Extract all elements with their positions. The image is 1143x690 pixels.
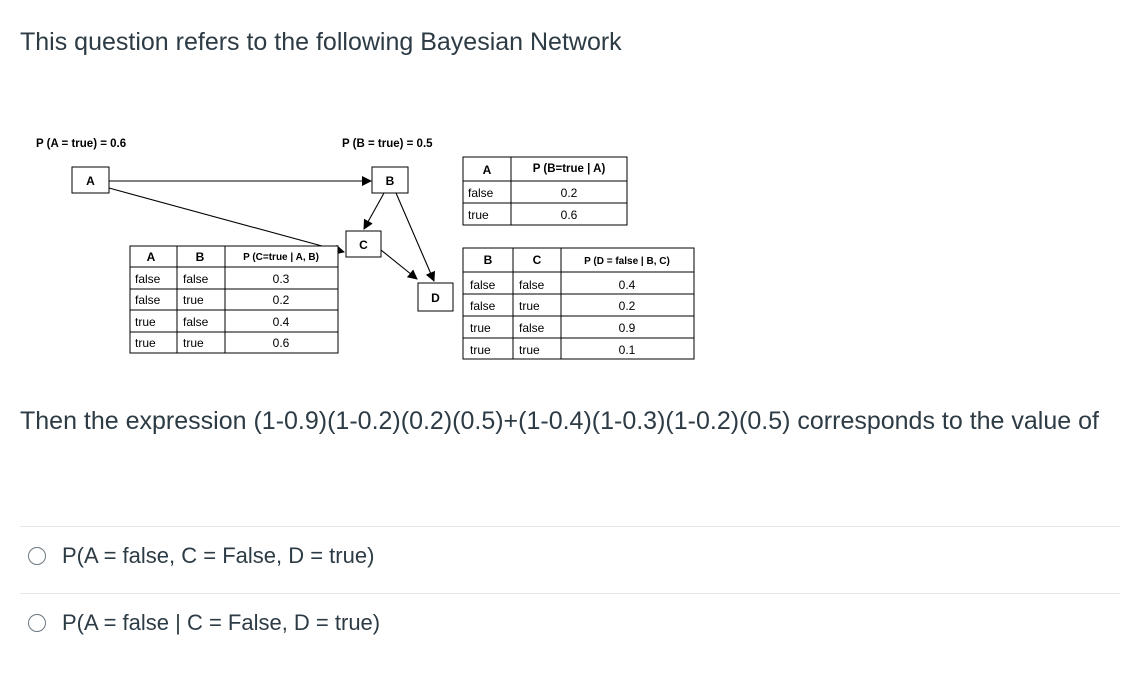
edge-c-d (380, 249, 418, 280)
edge-b-d (395, 192, 436, 282)
cpt-c-cell: true (135, 315, 156, 329)
cpt-d-cell: true (470, 343, 491, 357)
cpt-d-cell: true (519, 299, 540, 313)
cpt-d-cell: 0.1 (619, 343, 636, 357)
node-b: B (371, 166, 409, 194)
cpt-d-header-prob: P (D = false | B, C) (584, 256, 670, 267)
cpt-c-header-b: B (196, 250, 205, 264)
cpt-c-cell: 0.6 (273, 336, 290, 350)
node-c: C (345, 230, 382, 258)
question-title: This question refers to the following Ba… (20, 28, 622, 56)
question-text: Then the expression (1-0.9)(1-0.2)(0.2)(… (20, 407, 1099, 435)
edge-b-c (363, 192, 385, 230)
cpt-c-cell: 0.4 (273, 315, 290, 329)
cpt-c-cell: false (183, 272, 209, 286)
prior-b-label: P (B = true) = 0.5 (342, 138, 433, 150)
node-a: A (71, 166, 110, 194)
answer-option-2[interactable]: P(A = false | C = False, D = true) (28, 610, 380, 636)
cpt-c-header-prob: P (C=true | A, B) (243, 252, 319, 263)
cpt-d-cell: false (470, 278, 496, 292)
cpt-d-cell: 0.2 (619, 299, 636, 313)
answer-option-label: P(A = false | C = False, D = true) (62, 610, 381, 635)
cpt-c-cell: false (135, 272, 161, 286)
cpt-d-header-b: B (484, 253, 493, 267)
cpt-c-header-a: A (147, 250, 156, 264)
cpt-c: A B P (C=true | A, B) false false 0.3 fa… (129, 245, 339, 354)
cpt-b-cell: 0.2 (561, 186, 578, 200)
cpt-d-cell: false (470, 299, 496, 313)
node-d: D (417, 282, 454, 312)
cpt-b-header-a: A (483, 163, 492, 177)
node-b-label: B (386, 174, 395, 188)
radio-button[interactable] (28, 547, 46, 565)
cpt-d-cell: true (470, 321, 491, 335)
cpt-b-header-prob: P (B=true | A) (533, 163, 606, 175)
node-c-label: C (359, 238, 368, 252)
cpt-c-cell: false (183, 315, 209, 329)
answer-option-label: P(A = false, C = False, D = true) (62, 543, 375, 568)
cpt-b-cell: 0.6 (561, 208, 578, 222)
node-d-label: D (431, 291, 440, 305)
cpt-b-cell: false (468, 186, 494, 200)
cpt-b-cell: true (468, 208, 489, 222)
cpt-d-header-c: C (533, 253, 542, 267)
node-a-label: A (86, 174, 95, 188)
cpt-c-cell: true (135, 336, 156, 350)
cpt-c-cell: false (135, 293, 161, 307)
prior-a-label: P (A = true) = 0.6 (36, 138, 126, 150)
cpt-c-cell: 0.2 (273, 293, 290, 307)
cpt-d-cell: 0.9 (619, 321, 636, 335)
edge-a-c (108, 187, 345, 255)
option-divider (20, 593, 1120, 594)
cpt-c-cell: true (183, 336, 204, 350)
cpt-c-cell: true (183, 293, 204, 307)
option-divider (20, 526, 1120, 527)
cpt-b: A P (B=true | A) false 0.2 true 0.6 (462, 156, 628, 226)
cpt-d-cell: false (519, 321, 545, 335)
cpt-d-cell: 0.4 (619, 278, 636, 292)
cpt-d-cell: false (519, 278, 545, 292)
cpt-d-cell: true (519, 343, 540, 357)
cpt-d: B C P (D = false | B, C) false false 0.4… (462, 247, 695, 360)
cpt-c-cell: 0.3 (273, 272, 290, 286)
radio-button[interactable] (28, 614, 46, 632)
answer-option-1[interactable]: P(A = false, C = False, D = true) (28, 543, 374, 569)
